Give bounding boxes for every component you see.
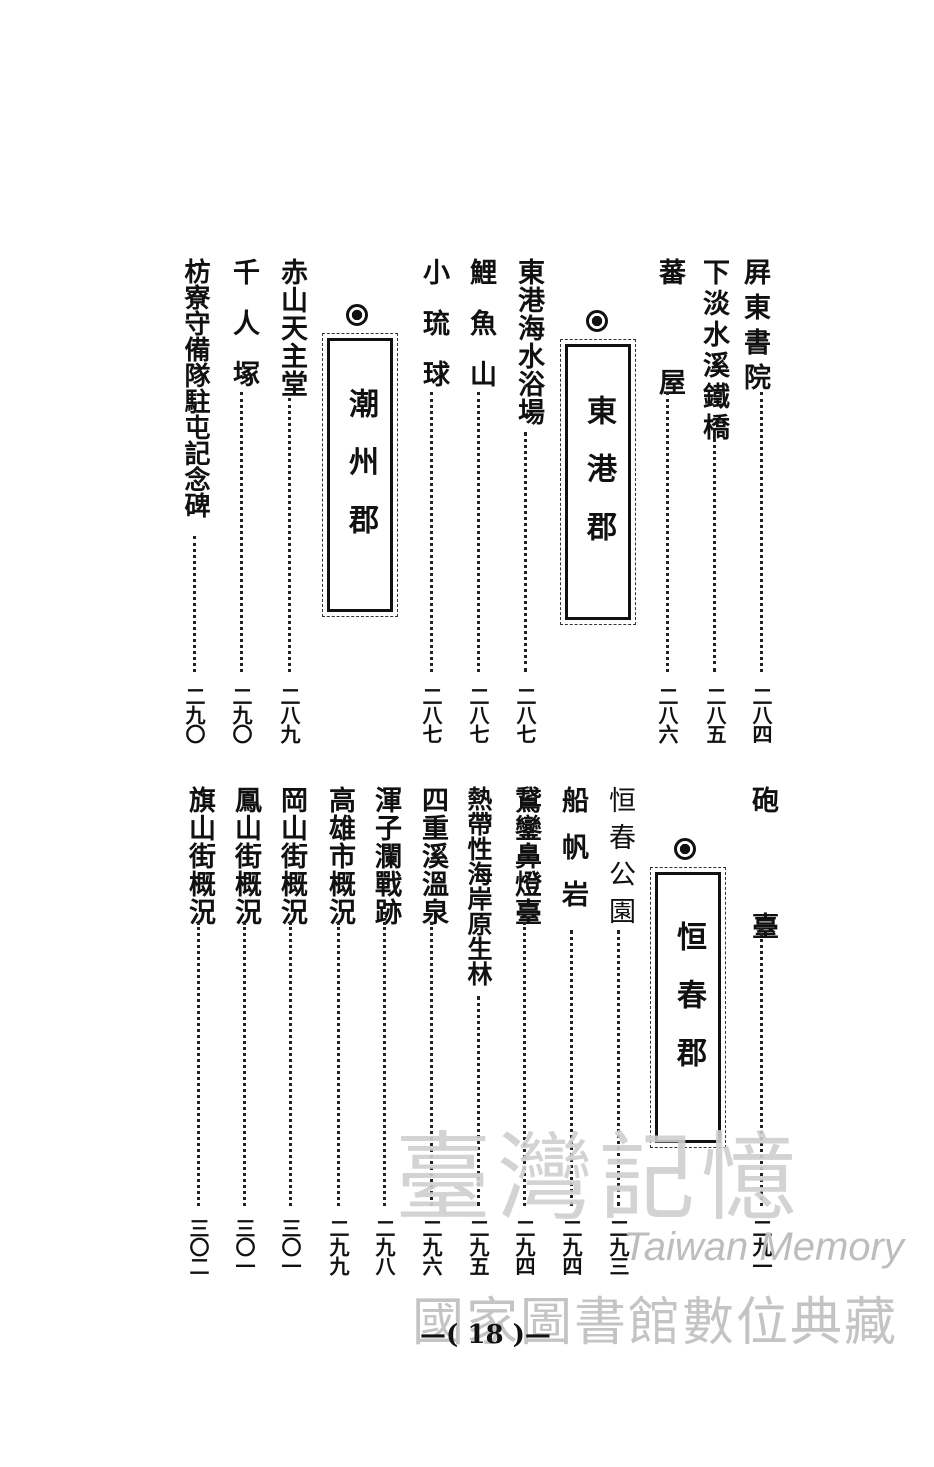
page-number: 二八九 xyxy=(277,686,301,743)
toc-entry-title: 恒春公園 xyxy=(604,786,635,934)
leader-dots xyxy=(289,922,292,1206)
page-number: 三〇二 xyxy=(186,1218,210,1275)
leader-dots xyxy=(760,392,763,672)
leader-dots xyxy=(197,922,200,1206)
page-number: 二八六 xyxy=(655,686,679,743)
toc-entry-title: 千人塚 xyxy=(228,258,259,411)
footer-page-number: —( 18 )— xyxy=(420,1320,551,1350)
toc-entry-title: 岡山街概況 xyxy=(276,786,307,926)
page-number: 三〇一 xyxy=(232,1218,256,1275)
page-number: 二九四 xyxy=(512,1218,536,1275)
section-heading-chaozhou: 潮州郡 xyxy=(322,333,398,617)
toc-entry-title: 高雄市概況 xyxy=(324,786,355,926)
page-number: 二九九 xyxy=(326,1218,350,1275)
toc-entry-title: 船帆岩 xyxy=(557,786,588,927)
section-heading-label: 潮州郡 xyxy=(343,388,378,562)
section-heading-donggang: 東港郡 xyxy=(560,339,636,625)
page-number: 二九八 xyxy=(372,1218,396,1275)
toc-entry-title: 鯉魚山 xyxy=(465,258,496,411)
leader-dots xyxy=(477,392,480,672)
bullet-icon xyxy=(674,838,696,860)
watermark-logo-text: 臺灣記憶 xyxy=(395,1122,803,1234)
page-number: 二九三 xyxy=(606,1218,630,1275)
page-number: 二八七 xyxy=(466,686,490,743)
toc-entry-title: 東港海水浴場 xyxy=(513,258,544,426)
section-heading-hengchun: 恒春郡 xyxy=(650,867,726,1148)
toc-entry-title: 屛東書院 xyxy=(739,258,770,398)
leader-dots xyxy=(570,930,573,1206)
watermark-library: 國家圖書館數位典藏 xyxy=(412,1293,899,1353)
toc-entry-title: 枋寮守備隊駐屯記念碑 xyxy=(180,258,210,518)
page-number: 二九〇 xyxy=(229,686,253,743)
leader-dots xyxy=(524,432,527,672)
page-number: 二八七 xyxy=(513,686,537,743)
page-number: 二九四 xyxy=(559,1218,583,1275)
watermark-english: Taiwan Memory xyxy=(623,1225,904,1269)
page-number: 二八五 xyxy=(703,686,727,743)
page-number: 二九六 xyxy=(419,1218,443,1275)
leader-dots xyxy=(243,922,246,1206)
page-number: 二九〇 xyxy=(182,686,206,743)
bullet-icon xyxy=(586,310,608,332)
page-number: 三〇一 xyxy=(278,1218,302,1275)
leader-dots xyxy=(713,432,716,672)
leader-dots xyxy=(760,928,763,1206)
toc-entry-title: 旗山街概況 xyxy=(184,786,215,926)
toc-entry-title: 鵞鑾鼻燈臺 xyxy=(510,786,541,926)
section-heading-label: 東港郡 xyxy=(581,395,616,569)
toc-entry-title: 蕃 屋 xyxy=(654,258,685,423)
leader-dots xyxy=(193,536,196,672)
leader-dots xyxy=(337,922,340,1206)
section-heading-label: 恒春郡 xyxy=(671,920,706,1095)
leader-dots xyxy=(523,922,526,1206)
toc-entry-title: 鳳山街概況 xyxy=(230,786,261,926)
toc-entry-title: 熱帶性海岸原生林 xyxy=(464,786,493,986)
leader-dots xyxy=(666,392,669,672)
toc-entry-title: 小琉球 xyxy=(418,258,449,411)
page-number: 二八四 xyxy=(749,686,773,743)
leader-dots xyxy=(288,398,291,672)
leader-dots xyxy=(430,922,433,1206)
toc-entry-title: 赤山天主堂 xyxy=(276,258,307,398)
page-number: 二九一 xyxy=(749,1218,773,1275)
leader-dots xyxy=(617,930,620,1206)
leader-dots xyxy=(383,922,386,1206)
bullet-icon xyxy=(346,304,368,326)
leader-dots xyxy=(477,996,480,1206)
page-number: 二九五 xyxy=(466,1218,490,1275)
page-number: 二八七 xyxy=(419,686,443,743)
toc-entry-title: 下淡水溪鐵橋 xyxy=(698,258,729,444)
toc-entry-title: 四重溪溫泉 xyxy=(417,786,448,926)
toc-entry-title: 渾子瀾戰跡 xyxy=(370,786,401,926)
leader-dots xyxy=(430,392,433,672)
leader-dots xyxy=(240,392,243,672)
